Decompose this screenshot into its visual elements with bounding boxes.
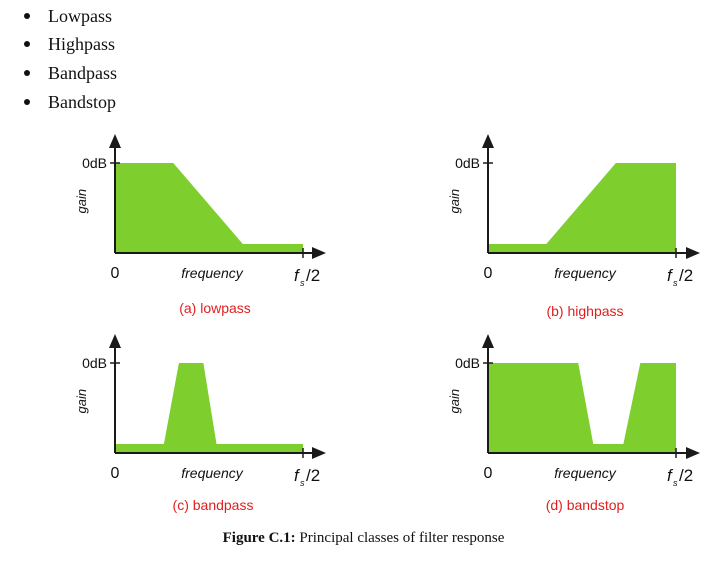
bullet-dot [24,99,30,105]
x-axis-arrow [312,447,326,459]
bullet-text: Lowpass [48,6,112,26]
y-axis-arrow [482,134,494,148]
x-tick-label-f: f [294,466,301,485]
y-axis-label: gain [447,189,462,214]
response-area [488,163,676,253]
x-tick-label-half: /2 [306,466,320,485]
response-area [115,363,303,453]
panel-label: (c) bandpass [173,497,254,513]
y-axis-arrow [109,334,121,348]
x-axis-label: frequency [181,265,243,281]
bullet-dot [24,70,30,76]
bullet-text: Bandpass [48,63,117,83]
x-axis-label: frequency [554,265,616,281]
x-axis-label: frequency [554,465,616,481]
bullet-text: Highpass [48,34,115,54]
figure-caption: Figure C.1: Principal classes of filter … [0,530,727,547]
y-axis-arrow [109,134,121,148]
x-tick-label-half: /2 [679,466,693,485]
x-tick-label-half: /2 [679,266,693,285]
y-axis-label: gain [74,389,89,414]
x-tick-label-zero: 0 [484,265,493,282]
panel-label: (b) highpass [546,303,623,319]
response-area [488,363,676,453]
x-tick-label-zero: 0 [484,465,493,482]
caption-text: Principal classes of filter response [299,530,505,546]
x-tick-label-f: f [667,466,674,485]
x-tick-label-f: f [294,266,301,285]
bullet-text: Bandstop [48,92,117,112]
caption-label: Figure C.1: [222,530,296,546]
response-area [115,163,303,253]
panel-label: (a) lowpass [179,300,251,316]
x-axis-arrow [686,447,700,459]
y-axis-arrow [482,334,494,348]
y-tick-label: 0dB [455,155,480,171]
y-axis-label: gain [74,189,89,214]
y-tick-label: 0dB [82,355,107,371]
bullet-dot [24,41,30,47]
y-tick-label: 0dB [82,155,107,171]
x-tick-label-zero: 0 [111,265,120,282]
x-tick-label-s: s [300,278,305,288]
y-tick-label: 0dB [455,355,480,371]
x-tick-label-half: /2 [306,266,320,285]
x-tick-label-f: f [667,266,674,285]
bullet-dot [24,13,30,19]
panel-label: (d) bandstop [546,497,625,513]
x-tick-label-s: s [673,278,678,288]
x-axis-arrow [312,247,326,259]
x-axis-label: frequency [181,465,243,481]
x-tick-label-s: s [673,478,678,488]
y-axis-label: gain [447,389,462,414]
x-tick-label-s: s [300,478,305,488]
x-axis-arrow [686,247,700,259]
x-tick-label-zero: 0 [111,465,120,482]
